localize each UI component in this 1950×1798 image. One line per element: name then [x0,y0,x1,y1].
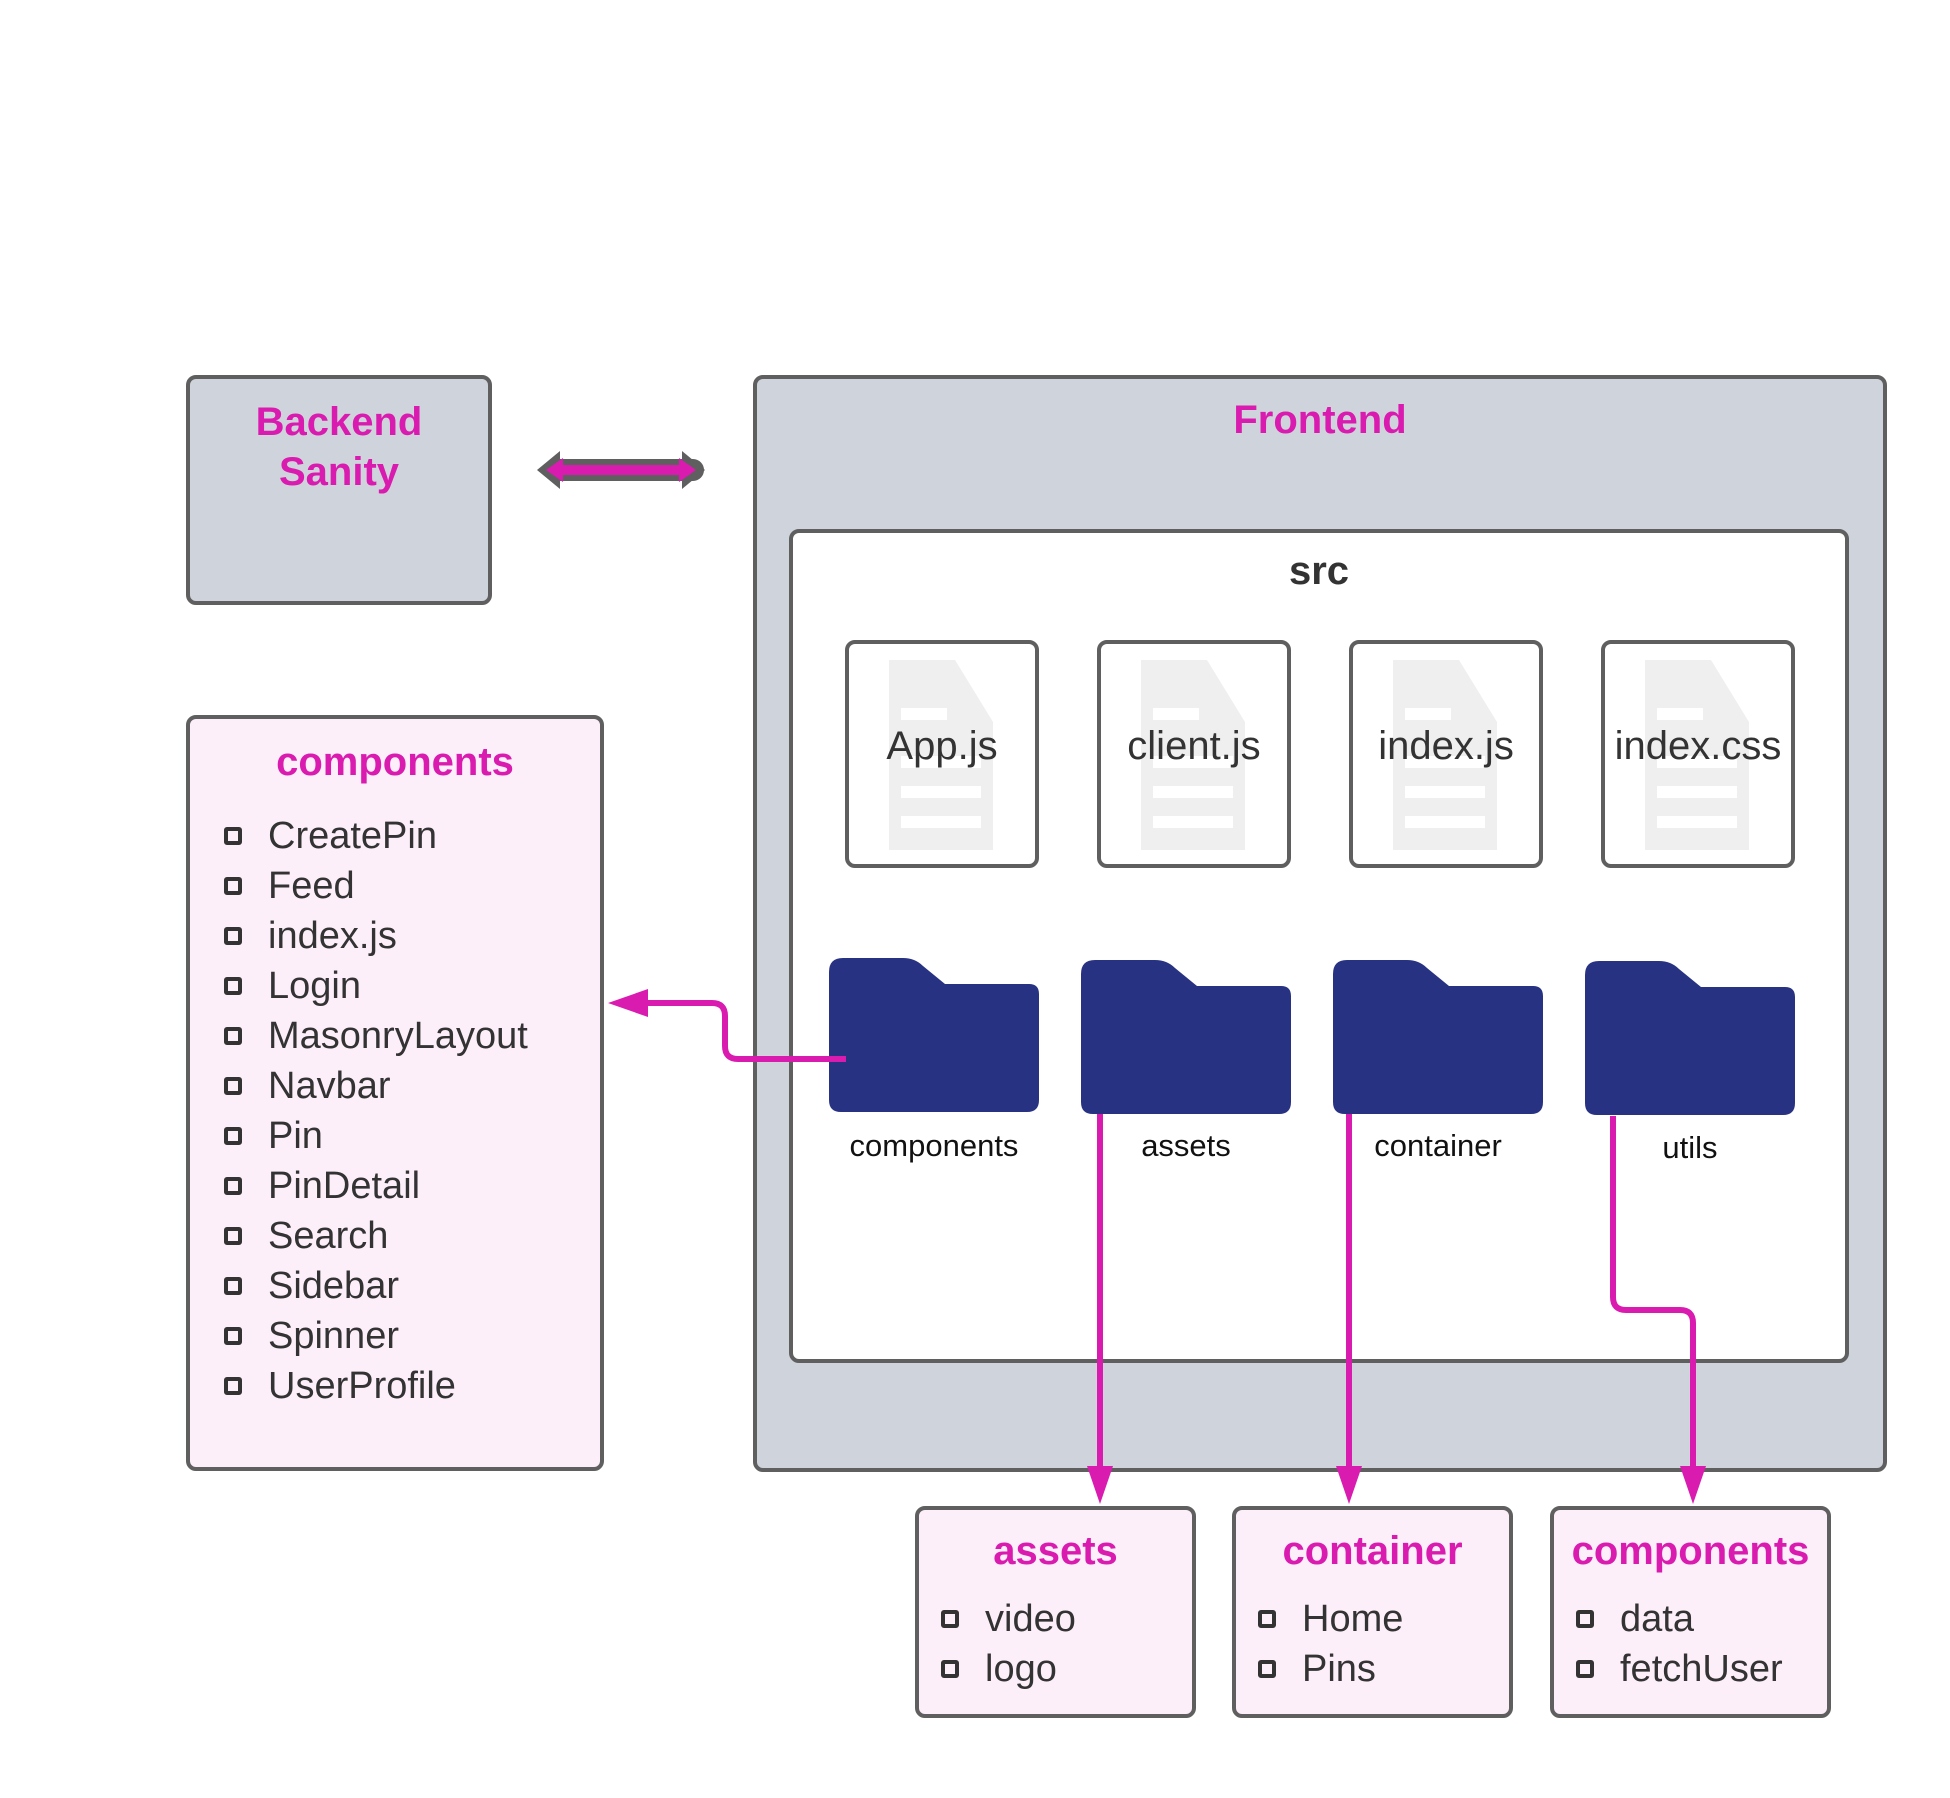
folder-label-components: components [849,1128,1019,1163]
item-label: fetchUser [1620,1648,1783,1690]
list-item: Home [1250,1594,1403,1644]
checkbox-icon [941,1610,959,1628]
checkbox-icon [224,977,242,995]
list-item: Sidebar [216,1261,528,1311]
backend-title: Backend Sanity [190,397,488,497]
backend-title-line1: Backend [255,400,423,444]
item-label: logo [985,1648,1057,1690]
checkbox-icon [941,1660,959,1678]
item-label: Spinner [268,1315,399,1357]
document-icon [1393,660,1497,850]
list-item: UserProfile [216,1361,528,1411]
file-app-js[interactable]: App.js [845,640,1039,868]
item-label: Pin [268,1115,323,1157]
folder-label-assets: assets [1141,1128,1231,1163]
utils-panel: components data fetchUser [1550,1506,1831,1718]
frontend-title: Frontend [1233,398,1407,442]
document-icon [1141,660,1245,850]
list-item: Spinner [216,1311,528,1361]
frontend-box: Frontend src [753,375,1887,1472]
container-panel-title: container [1282,1529,1463,1573]
list-item: index.js [216,911,528,961]
file-label: client.js [1127,724,1261,768]
list-item: fetchUser [1568,1644,1783,1694]
list-item: CreatePin [216,811,528,861]
list-item: logo [933,1644,1076,1694]
list-item: PinDetail [216,1161,528,1211]
file-label: index.css [1614,724,1782,768]
item-label: video [985,1598,1076,1640]
item-label: Search [268,1215,389,1257]
list-item: data [1568,1594,1783,1644]
components-panel-title: components [276,740,514,784]
bidirectional-arrow [537,451,705,489]
assets-panel-title: assets [993,1529,1118,1573]
list-item: MasonryLayout [216,1011,528,1061]
list-item: Login [216,961,528,1011]
folder-icon[interactable] [1333,960,1543,1116]
checkbox-icon [224,1227,242,1245]
file-index-js[interactable]: index.js [1349,640,1543,868]
list-item: Search [216,1211,528,1261]
list-item: Navbar [216,1061,528,1111]
assets-list: video logo [933,1594,1076,1694]
item-label: MasonryLayout [268,1015,528,1057]
checkbox-icon [224,827,242,845]
list-item: Pin [216,1111,528,1161]
assets-panel: assets video logo [915,1506,1196,1718]
list-item: Feed [216,861,528,911]
item-label: PinDetail [268,1165,421,1207]
checkbox-icon [1258,1610,1276,1628]
file-label: App.js [886,724,998,768]
item-label: Sidebar [268,1265,399,1307]
list-item: video [933,1594,1076,1644]
container-list: Home Pins [1250,1594,1403,1694]
item-label: data [1620,1598,1694,1640]
file-client-js[interactable]: client.js [1097,640,1291,868]
item-label: Home [1302,1598,1404,1640]
backend-box: Backend Sanity [186,375,492,605]
checkbox-icon [224,1127,242,1145]
folder-label-container: container [1374,1128,1502,1163]
item-label: Feed [268,865,355,907]
item-label: UserProfile [268,1365,456,1407]
components-list: CreatePin Feed index.js Login MasonryLay… [216,811,528,1411]
file-index-css[interactable]: index.css [1601,640,1795,868]
folder-icon[interactable] [829,958,1039,1114]
components-panel: components CreatePin Feed index.js Login… [186,715,604,1471]
folder-label-utils: utils [1662,1130,1718,1165]
checkbox-icon [224,1327,242,1345]
folder-icon[interactable] [1081,960,1291,1116]
checkbox-icon [1576,1660,1594,1678]
item-label: Navbar [268,1065,391,1107]
item-label: CreatePin [268,815,437,857]
checkbox-icon [224,1277,242,1295]
checkbox-icon [1576,1610,1594,1628]
folder-icon[interactable] [1585,961,1795,1117]
checkbox-icon [224,877,242,895]
utils-list: data fetchUser [1568,1594,1783,1694]
utils-panel-title: components [1571,1529,1810,1573]
checkbox-icon [224,1377,242,1395]
document-icon [889,660,993,850]
checkbox-icon [224,927,242,945]
container-panel: container Home Pins [1232,1506,1513,1718]
file-label: index.js [1378,724,1514,768]
item-label: Login [268,965,361,1007]
checkbox-icon [224,1027,242,1045]
checkbox-icon [1258,1660,1276,1678]
checkbox-icon [224,1177,242,1195]
item-label: Pins [1302,1648,1376,1690]
backend-title-line2: Sanity [278,450,400,494]
item-label: index.js [268,915,397,957]
document-icon [1645,660,1749,850]
list-item: Pins [1250,1644,1403,1694]
src-title: src [1288,549,1350,593]
checkbox-icon [224,1077,242,1095]
